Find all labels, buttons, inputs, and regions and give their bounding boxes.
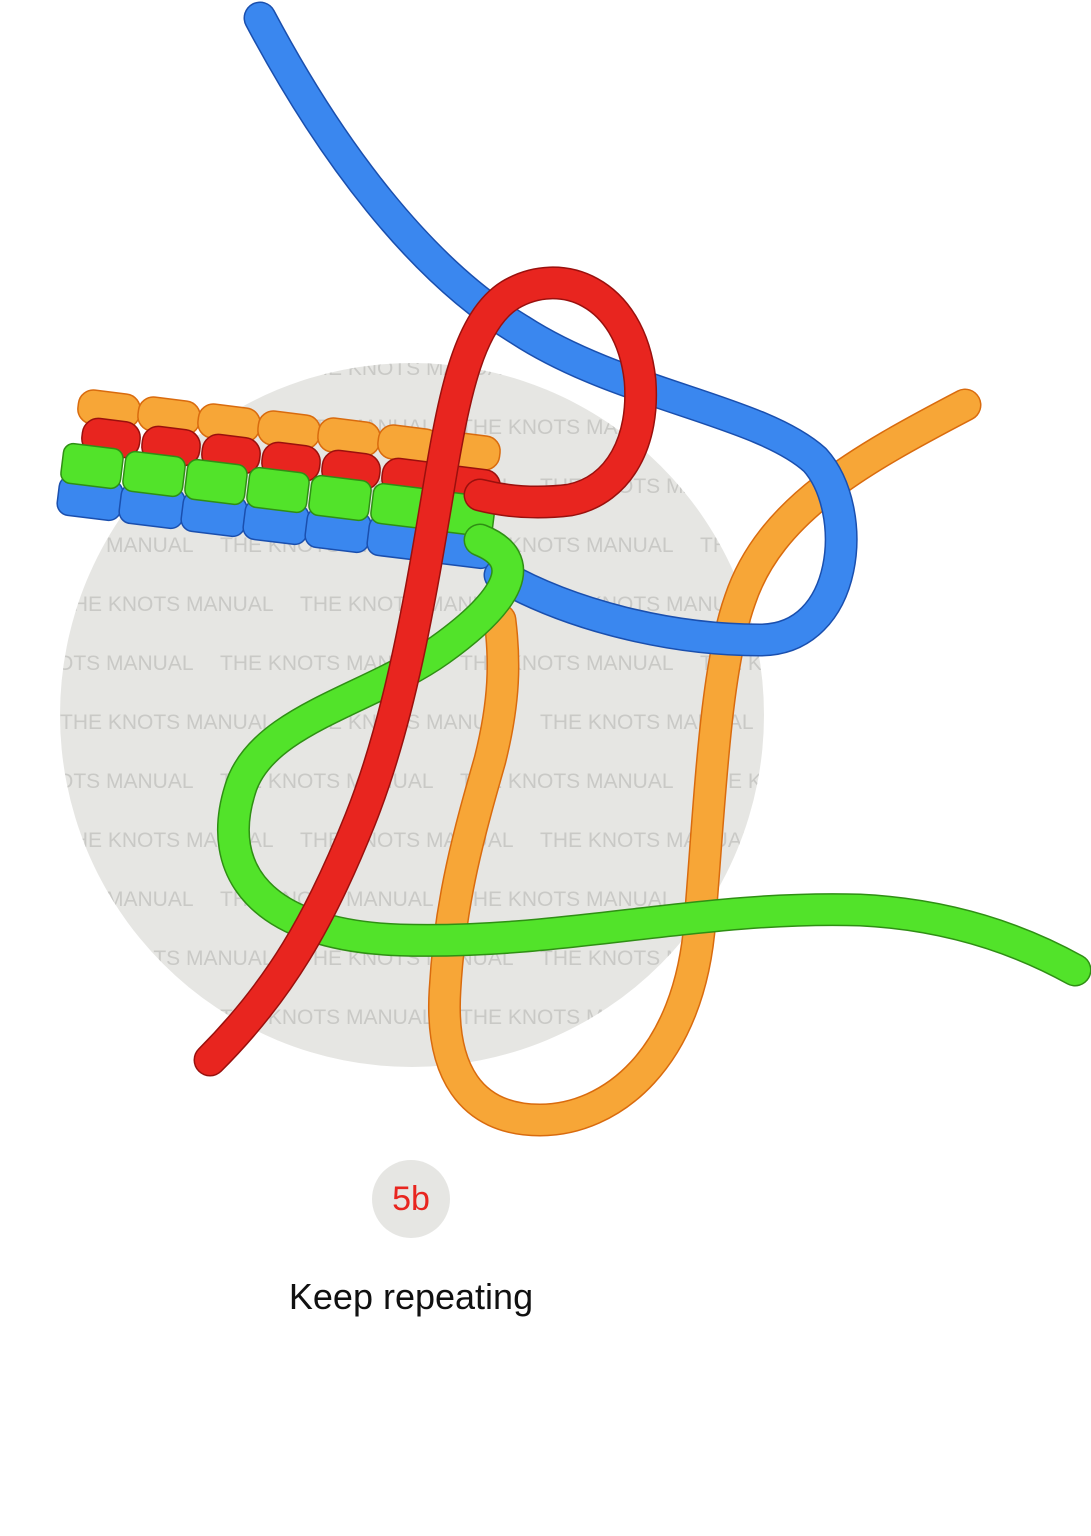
step-caption: Keep repeating bbox=[288, 1276, 534, 1317]
braid-green-segment bbox=[184, 458, 248, 506]
watermark-text: THE KNOTS MANUAL bbox=[0, 888, 194, 911]
knot-diagram: THE KNOTS MANUAL THE KNOTS MANUAL THE KNOT… bbox=[0, 1, 1091, 1137]
watermark-text: THE KNOTS MANUAL bbox=[780, 947, 994, 970]
braid-green-segment bbox=[122, 450, 186, 498]
watermark-text: THE KNOTS MANUAL bbox=[60, 357, 274, 380]
watermark-text: THE KNOTS MANUAL bbox=[460, 1006, 674, 1029]
watermark-text: THE KNOTS MANUAL bbox=[540, 947, 754, 970]
watermark-text: THE KNOTS MANUAL bbox=[780, 829, 994, 852]
braid-green-segment bbox=[246, 466, 310, 514]
watermark-text: THE KNOTS MANUAL bbox=[460, 888, 674, 911]
braid-green-segment bbox=[60, 442, 124, 490]
watermark-text: THE KNOTS MANUAL bbox=[700, 534, 914, 557]
watermark-text: THE KNOTS MANUAL bbox=[700, 1006, 914, 1029]
watermark-text: THE KNOTS MANUAL bbox=[60, 711, 274, 734]
braid-green-segment bbox=[308, 474, 372, 522]
watermark-text: THE KNOTS MANUAL bbox=[780, 711, 994, 734]
watermark-text: THE KNOTS MANUAL bbox=[60, 947, 274, 970]
watermark-text: THE KNOTS MANUAL bbox=[60, 593, 274, 616]
red-cord bbox=[193, 266, 658, 1077]
watermark-text: THE KNOTS MANUAL bbox=[0, 652, 194, 675]
orange-cord bbox=[427, 388, 982, 1137]
step-badge: 5b bbox=[372, 1160, 450, 1238]
watermark-text: THE KNOTS MANUAL bbox=[460, 770, 674, 793]
watermark-text: THE KNOTS MANUAL bbox=[700, 770, 914, 793]
watermark-text: THE KNOTS MANUAL bbox=[780, 357, 994, 380]
watermark-text: THE KNOTS MANUAL bbox=[0, 534, 194, 557]
watermark-text: THE KNOTS MANUAL bbox=[0, 1006, 194, 1029]
step-number: 5b bbox=[392, 1179, 430, 1218]
blue-cord bbox=[243, 1, 858, 657]
watermark-text: THE KNOTS MANUAL bbox=[0, 770, 194, 793]
